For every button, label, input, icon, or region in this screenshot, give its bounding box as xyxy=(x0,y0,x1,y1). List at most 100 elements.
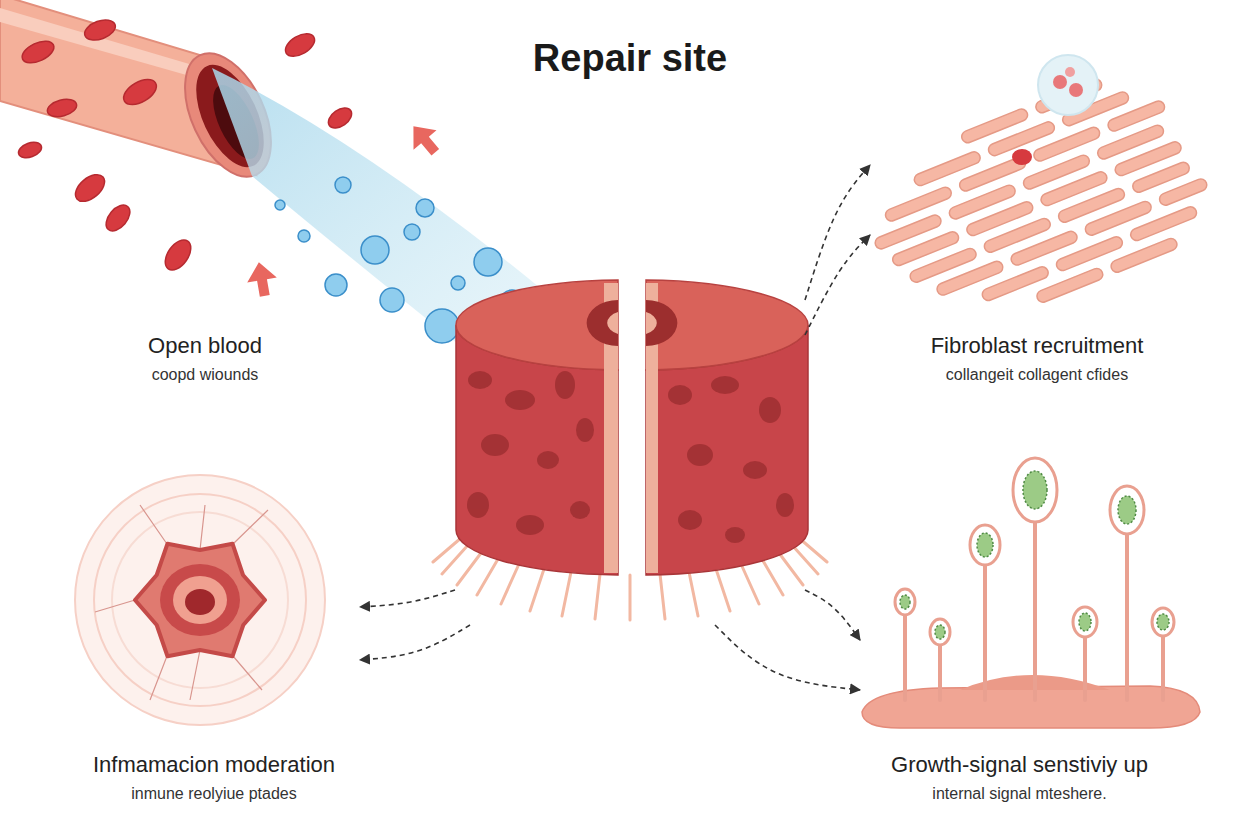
open-blood-panel: Open blood coopd wiounds xyxy=(20,10,440,385)
flow-arrow xyxy=(402,117,447,162)
tissue-blotch xyxy=(725,527,745,543)
cell-bubble xyxy=(1065,67,1075,77)
collagen-fibers xyxy=(884,185,953,222)
inflammation-focus xyxy=(95,505,268,700)
tissue-blotch xyxy=(467,371,794,543)
tissue-cylinder xyxy=(646,280,808,370)
collagen-fibers xyxy=(849,55,1225,353)
dashed-connector xyxy=(360,590,455,607)
receptor-core xyxy=(1118,496,1136,524)
receptor-stalk xyxy=(1125,532,1129,700)
plasma-bubble xyxy=(474,248,502,276)
receptor-head xyxy=(1073,607,1097,637)
red-blood-cell xyxy=(119,74,160,109)
tissue-blotch xyxy=(776,493,794,517)
dashed-connector xyxy=(805,235,870,335)
receptor-platform xyxy=(862,686,1200,728)
node-subtitle: inmune reolyiue ptades xyxy=(64,785,364,803)
dashed-connector xyxy=(805,590,860,640)
growth-signal-panel: Growth-signal senstiviy upinternal signa… xyxy=(860,455,1205,810)
node-subtitle: internal signal mteshere. xyxy=(847,785,1192,803)
receptor-core xyxy=(977,533,993,557)
cell-bubble xyxy=(1069,83,1083,97)
tissue-blotch xyxy=(570,501,590,519)
tissue-blotch xyxy=(687,444,713,466)
receptor-head xyxy=(1152,608,1174,636)
red-blood-cell xyxy=(101,201,134,236)
inflammation-focus xyxy=(185,589,215,615)
collagen-fibers xyxy=(1035,267,1104,304)
tissue-blotch xyxy=(668,385,692,405)
collagen-fibers xyxy=(1109,237,1178,274)
receptor-core xyxy=(935,625,945,639)
inflammation-focus xyxy=(94,494,306,706)
cell-bubble xyxy=(1053,75,1067,89)
tissue-blotch xyxy=(481,434,509,456)
dashed-connector xyxy=(805,165,870,300)
red-blood-cell xyxy=(325,104,355,132)
inflammation-focus xyxy=(75,475,325,725)
node-heading: Open blood xyxy=(20,333,390,359)
receptor-head xyxy=(895,589,915,615)
tissue-blotch xyxy=(555,371,575,399)
inflammation-focus xyxy=(135,544,265,657)
plasma-bubble xyxy=(425,309,459,343)
receptor-stalk xyxy=(983,563,987,700)
receptor-core xyxy=(1079,613,1091,631)
receptor-stalk xyxy=(1161,634,1165,700)
receptor-stalk xyxy=(1033,520,1037,700)
red-blood-cell xyxy=(71,169,110,206)
inflammation-focus xyxy=(112,512,288,688)
plasma-bubble xyxy=(380,288,404,312)
tissue-blotch xyxy=(678,510,702,530)
red-blood-cell xyxy=(82,16,118,44)
receptor-platform xyxy=(862,675,1200,728)
node-heading: Infmamacion moderation xyxy=(64,752,364,778)
plasma-bubble xyxy=(325,274,347,296)
tissue-blotch xyxy=(759,397,781,423)
receptor-head xyxy=(930,619,950,645)
tissue-blotch xyxy=(711,376,739,394)
red-blood-cell xyxy=(160,235,196,274)
cell-bubble xyxy=(1012,55,1098,165)
plasma-bubble xyxy=(275,200,285,210)
tissue-blotch xyxy=(743,461,767,479)
receptor-head xyxy=(1110,486,1144,534)
inflammation-focus xyxy=(75,475,325,725)
node-subtitle: coopd wiounds xyxy=(20,366,390,384)
receptor-head xyxy=(1013,458,1057,522)
red-blood-cell xyxy=(282,29,319,61)
tissue-cylinder xyxy=(587,300,618,346)
blood-vessel xyxy=(0,8,204,80)
plasma-bubble xyxy=(416,199,434,217)
plasma-bubble xyxy=(451,276,465,290)
tissue-blotch xyxy=(467,492,489,518)
receptor-stalk xyxy=(905,520,1163,700)
receptor-stalk xyxy=(938,644,942,700)
receptor-core xyxy=(1023,471,1047,509)
collagen-fibers xyxy=(1032,125,1101,162)
plasma-bubble xyxy=(404,224,420,240)
tissue-blotch xyxy=(576,418,594,442)
title-text: Repair site xyxy=(455,37,805,80)
red-blood-cell xyxy=(16,139,43,160)
tissue-blotch xyxy=(505,390,535,410)
tissue-cylinder xyxy=(456,280,808,575)
receptor-core xyxy=(900,595,910,609)
plasma-bubble xyxy=(298,230,310,242)
tissue-blotch xyxy=(516,515,544,535)
tissue-cylinder xyxy=(646,300,677,346)
plasma-bubble xyxy=(361,236,389,264)
node-heading: Growth-signal senstiviy up xyxy=(847,752,1192,778)
receptor-head xyxy=(970,525,1000,565)
dashed-connector xyxy=(360,625,470,660)
receptor-head xyxy=(895,458,1174,645)
repair-site-panel: Repair site xyxy=(455,25,805,625)
collagen-fibers xyxy=(1158,177,1209,207)
node-heading: Fibroblast recruitment xyxy=(870,333,1204,359)
cell-bubble xyxy=(1038,55,1098,115)
inflammation-focus xyxy=(173,576,227,624)
receptor-core xyxy=(1157,614,1169,630)
